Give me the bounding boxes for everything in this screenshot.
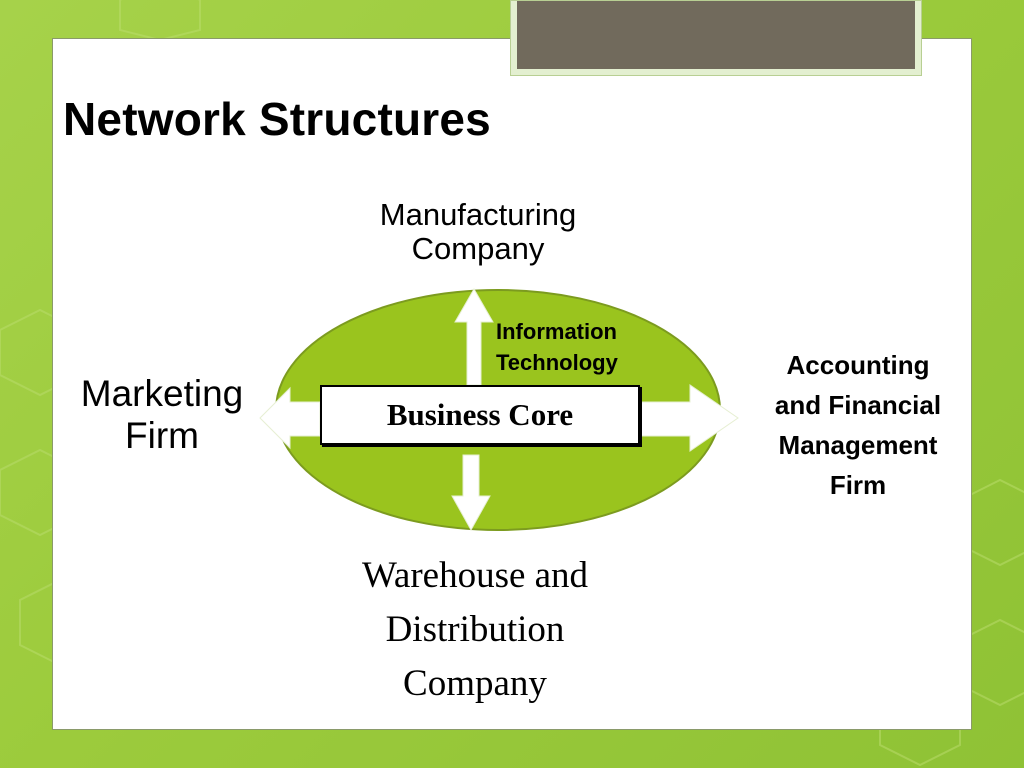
node-label-line: Firm: [125, 415, 199, 456]
node-manufacturing-company: Manufacturing Company: [318, 198, 638, 266]
arrow-right: [639, 384, 739, 452]
node-accounting-firm: Accounting and Financial Management Firm: [738, 345, 978, 505]
node-label-line: and Financial: [774, 390, 942, 420]
arrow-down: [451, 454, 491, 532]
node-label-line: Management: [778, 430, 938, 460]
node-label-line: Distribution: [385, 609, 565, 650]
node-marketing-firm: Marketing Firm: [52, 373, 272, 457]
it-label-line: Information: [496, 319, 617, 344]
header-accent-fill: [517, 1, 915, 69]
node-warehouse-distribution: Warehouse and Distribution Company: [305, 549, 645, 711]
information-technology-label: Information Technology: [496, 316, 676, 378]
node-label-line: Warehouse and: [361, 555, 589, 596]
business-core-box: Business Core: [320, 385, 640, 445]
node-label-line: Firm: [829, 470, 887, 500]
node-label-line: Accounting: [786, 350, 930, 380]
business-core-label: Business Core: [386, 397, 574, 432]
arrow-up: [454, 287, 494, 386]
node-label-line: Company: [411, 231, 545, 266]
it-label-line: Technology: [496, 350, 618, 375]
node-label-line: Company: [403, 663, 547, 704]
arrow-left: [259, 386, 321, 450]
slide-title: Network Structures: [63, 93, 491, 145]
node-label-line: Marketing: [80, 373, 244, 414]
header-accent-tab: [510, 0, 922, 76]
node-label-line: Manufacturing: [379, 197, 577, 232]
